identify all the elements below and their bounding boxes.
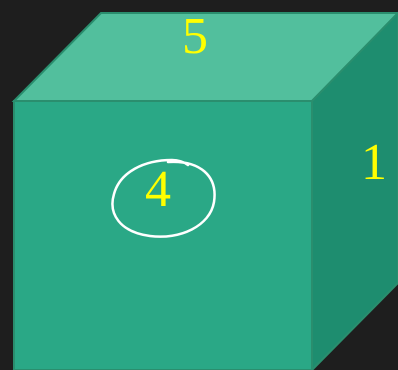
front-face-label: 4 [145,161,171,218]
right-face-label: 1 [361,134,387,191]
top-face-label: 5 [182,8,208,65]
